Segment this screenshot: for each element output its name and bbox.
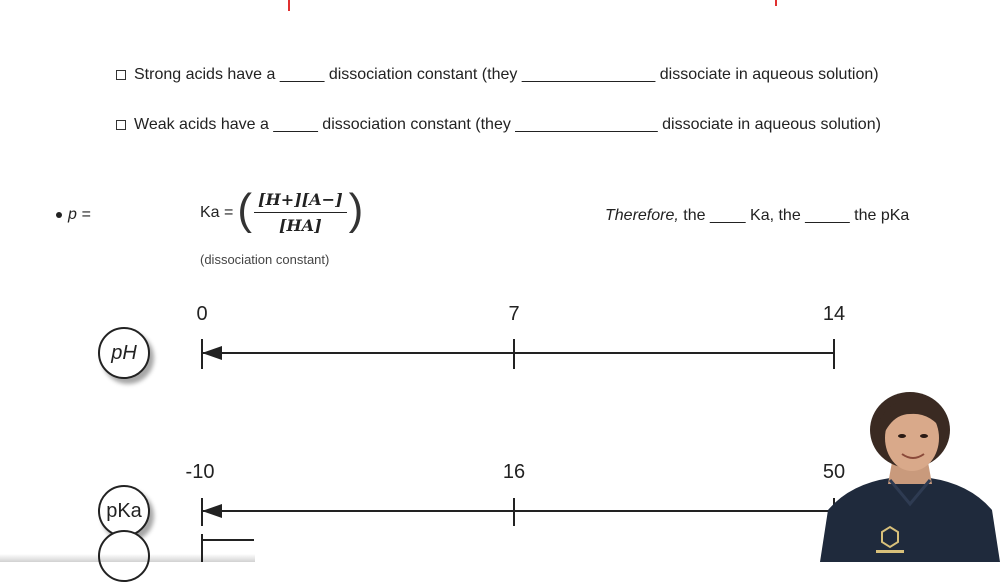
presenter-video <box>820 392 1000 562</box>
bullet-dot-icon <box>56 212 62 218</box>
ph-tick-label: 14 <box>822 303 846 325</box>
ph-arrowhead-icon <box>202 346 222 360</box>
checkbox-icon <box>116 120 126 130</box>
red-annotation-mark <box>775 0 777 6</box>
ph-circle-label: pH <box>98 327 150 379</box>
ph-number-line <box>201 339 835 562</box>
blank: _______________ <box>521 66 656 83</box>
p-definition: p = <box>56 206 91 224</box>
strong-acids-bullet: Strong acids have a _____ dissociation c… <box>116 66 879 84</box>
pka-arrowhead-icon <box>202 504 222 518</box>
blank: ____ <box>709 207 746 224</box>
dissociation-constant-note: (dissociation constant) <box>200 252 330 267</box>
ka-label: Ka = <box>200 203 234 221</box>
blank: _____ <box>805 207 850 224</box>
left-paren-icon: ( <box>237 184 253 234</box>
ka-denominator: [HA] <box>278 216 322 235</box>
ph-tick-label: 7 <box>508 303 520 325</box>
bottom-shadow <box>0 554 255 562</box>
pka-tick-label: 16 <box>502 461 526 483</box>
ka-numerator: [H+][A−] <box>254 190 347 213</box>
strong-acids-text: Strong acids have a _____ dissociation c… <box>134 66 879 83</box>
p-label: p = <box>68 206 91 223</box>
ka-fraction: [H+][A−] [HA] <box>254 190 347 235</box>
blank: _____ <box>273 116 318 133</box>
therefore-statement: Therefore, the ____ Ka, the _____ the pK… <box>605 207 910 224</box>
weak-acids-text: Weak acids have a _____ dissociation con… <box>134 116 881 133</box>
pka-tick-label: 50 <box>822 461 846 483</box>
ka-formula: Ka = ( [H+][A−] [HA] ) <box>200 184 364 235</box>
red-annotation-mark <box>288 0 290 11</box>
blank: ________________ <box>515 116 658 133</box>
checkbox-icon <box>116 70 126 80</box>
pka-tick-label: -10 <box>185 461 215 483</box>
hexagon-logo-icon <box>881 525 899 549</box>
ph-tick-label: 0 <box>196 303 208 325</box>
blank: _____ <box>279 66 325 83</box>
weak-acids-bullet: Weak acids have a _____ dissociation con… <box>116 116 881 134</box>
right-paren-icon: ) <box>348 184 364 234</box>
